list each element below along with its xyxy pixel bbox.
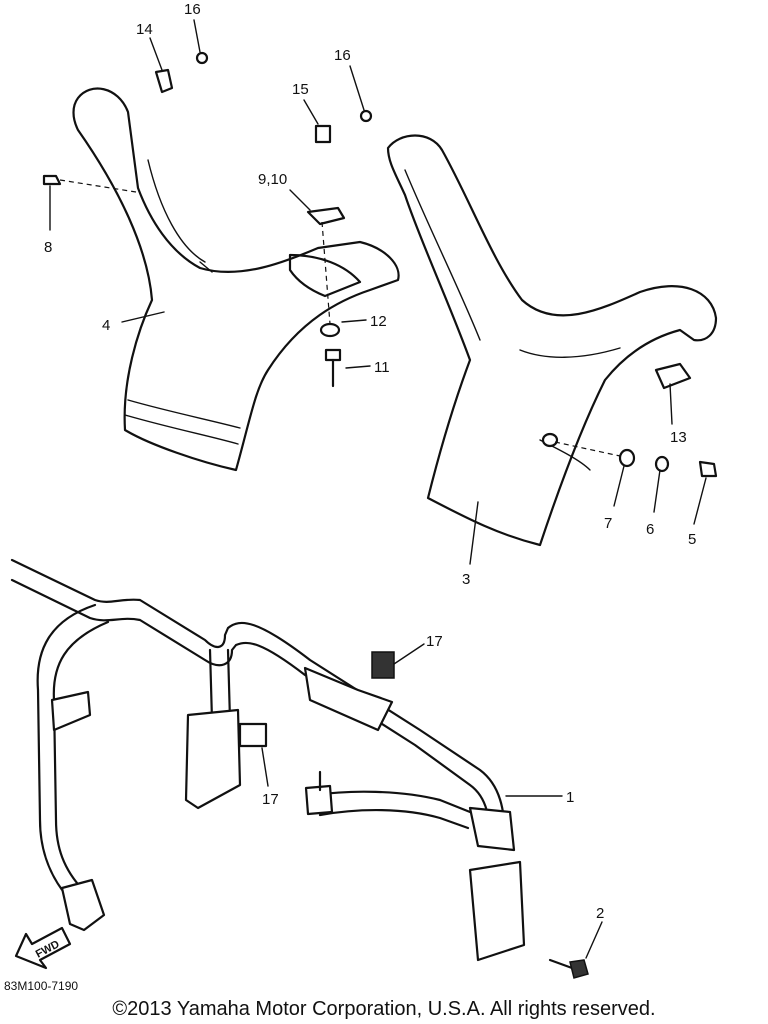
callout-16a: 16 <box>184 1 201 18</box>
callout-13: 13 <box>670 429 687 446</box>
pad-17a <box>371 651 395 679</box>
bolt-5 <box>698 460 718 478</box>
bracket-9-10 <box>306 206 346 226</box>
exploded-view-drawing: 14 16 16 15 9,10 8 4 12 11 13 7 6 5 3 17… <box>4 1 718 993</box>
bolt-2 <box>548 958 589 979</box>
callout-16b: 16 <box>334 47 351 64</box>
grommet-13 <box>654 362 692 390</box>
washer-12 <box>319 322 341 338</box>
callout-3: 3 <box>462 571 470 588</box>
callout-17a: 17 <box>426 633 443 650</box>
fwd-arrow: FWD <box>14 926 72 970</box>
copyright-notice: ©2013 Yamaha Motor Corporation, U.S.A. A… <box>112 998 656 1020</box>
callout-17b: 17 <box>262 791 279 808</box>
callout-9-10: 9,10 <box>258 171 287 188</box>
drawing-code: 83M100-7190 <box>4 979 78 993</box>
callout-numbers: 14 16 16 15 9,10 8 4 12 11 13 7 6 5 3 17… <box>44 1 696 922</box>
callout-5: 5 <box>688 531 696 548</box>
callout-4: 4 <box>102 317 110 334</box>
callout-12: 12 <box>370 313 387 330</box>
screw-8 <box>42 174 62 186</box>
cowling-stay-frame <box>10 558 526 962</box>
nut-6 <box>654 455 670 473</box>
left-cowling-part <box>72 87 400 472</box>
bolt-11 <box>324 348 342 362</box>
leader-lines <box>49 19 707 959</box>
callout-7: 7 <box>604 515 612 532</box>
callout-11: 11 <box>374 359 390 376</box>
screw-16a <box>195 51 209 65</box>
callout-1: 1 <box>566 789 574 806</box>
right-cowling-part <box>386 134 718 547</box>
callout-8: 8 <box>44 239 52 256</box>
clip-14 <box>154 68 174 94</box>
pad-17b <box>238 722 268 748</box>
nut-15 <box>314 124 332 144</box>
screw-16b <box>359 109 373 123</box>
callout-15: 15 <box>292 81 309 98</box>
callout-6: 6 <box>646 521 654 538</box>
callout-14: 14 <box>136 21 153 38</box>
washer-7 <box>618 448 636 468</box>
callout-2: 2 <box>596 905 604 922</box>
hardware-parts <box>42 51 718 478</box>
